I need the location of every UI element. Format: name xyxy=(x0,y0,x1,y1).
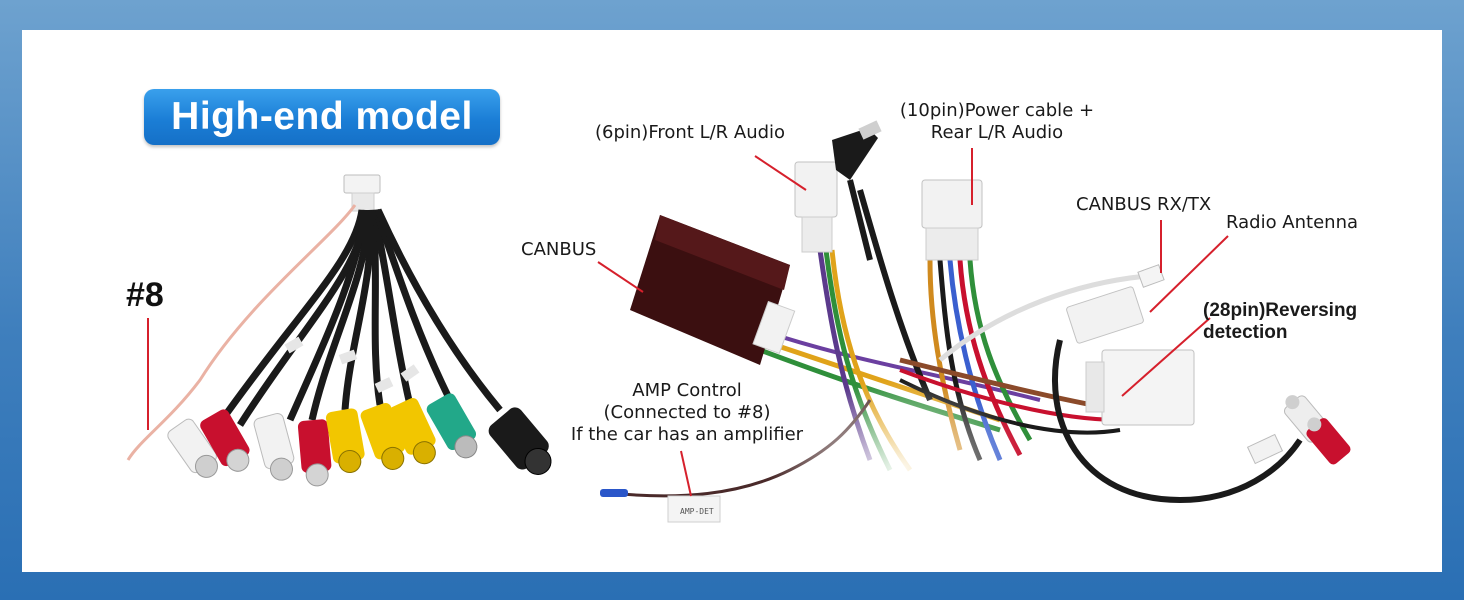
svg-text:AMP-DET: AMP-DET xyxy=(680,507,714,516)
label-amp-control: AMP Control (Connected to #8) If the car… xyxy=(560,380,814,446)
label-front-audio: (6pin)Front L/R Audio xyxy=(595,122,786,143)
label-reversing-detection: (28pin)Reversing detection xyxy=(1203,300,1357,344)
label-amp-line1: AMP Control xyxy=(632,380,742,401)
label-reversing-line2: detection xyxy=(1203,322,1288,343)
canbus-module xyxy=(630,215,796,365)
high-end-model-badge: High-end model xyxy=(144,89,500,145)
rca-cable-bundle xyxy=(126,174,552,487)
label-canbus: CANBUS xyxy=(521,239,597,260)
label-number-8: #8 xyxy=(126,276,164,314)
label-amp-line2: (Connected to #8) xyxy=(603,402,771,423)
front-audio-connector xyxy=(794,161,838,253)
label-reversing-line1: (28pin)Reversing xyxy=(1203,300,1358,321)
label-power-line2: Rear L/R Audio xyxy=(930,122,1064,143)
label-amp-line3: If the car has an amplifier xyxy=(570,424,804,445)
label-canbus-rxtx: CANBUS RX/TX xyxy=(1076,194,1212,215)
label-radio-antenna: Radio Antenna xyxy=(1226,212,1359,233)
angled-audio-jack xyxy=(832,120,882,261)
main-wire-bundle: AMP-DET xyxy=(600,189,1303,560)
rear-rca-pair xyxy=(1246,395,1351,465)
label-power-line1: (10pin)Power cable + xyxy=(899,100,1095,121)
leader-lines xyxy=(147,148,1229,497)
reversing-connector xyxy=(1085,349,1195,426)
radio-antenna-connector xyxy=(1066,286,1144,344)
power-connector xyxy=(921,179,983,261)
label-power-cable: (10pin)Power cable + Rear L/R Audio xyxy=(892,100,1102,144)
